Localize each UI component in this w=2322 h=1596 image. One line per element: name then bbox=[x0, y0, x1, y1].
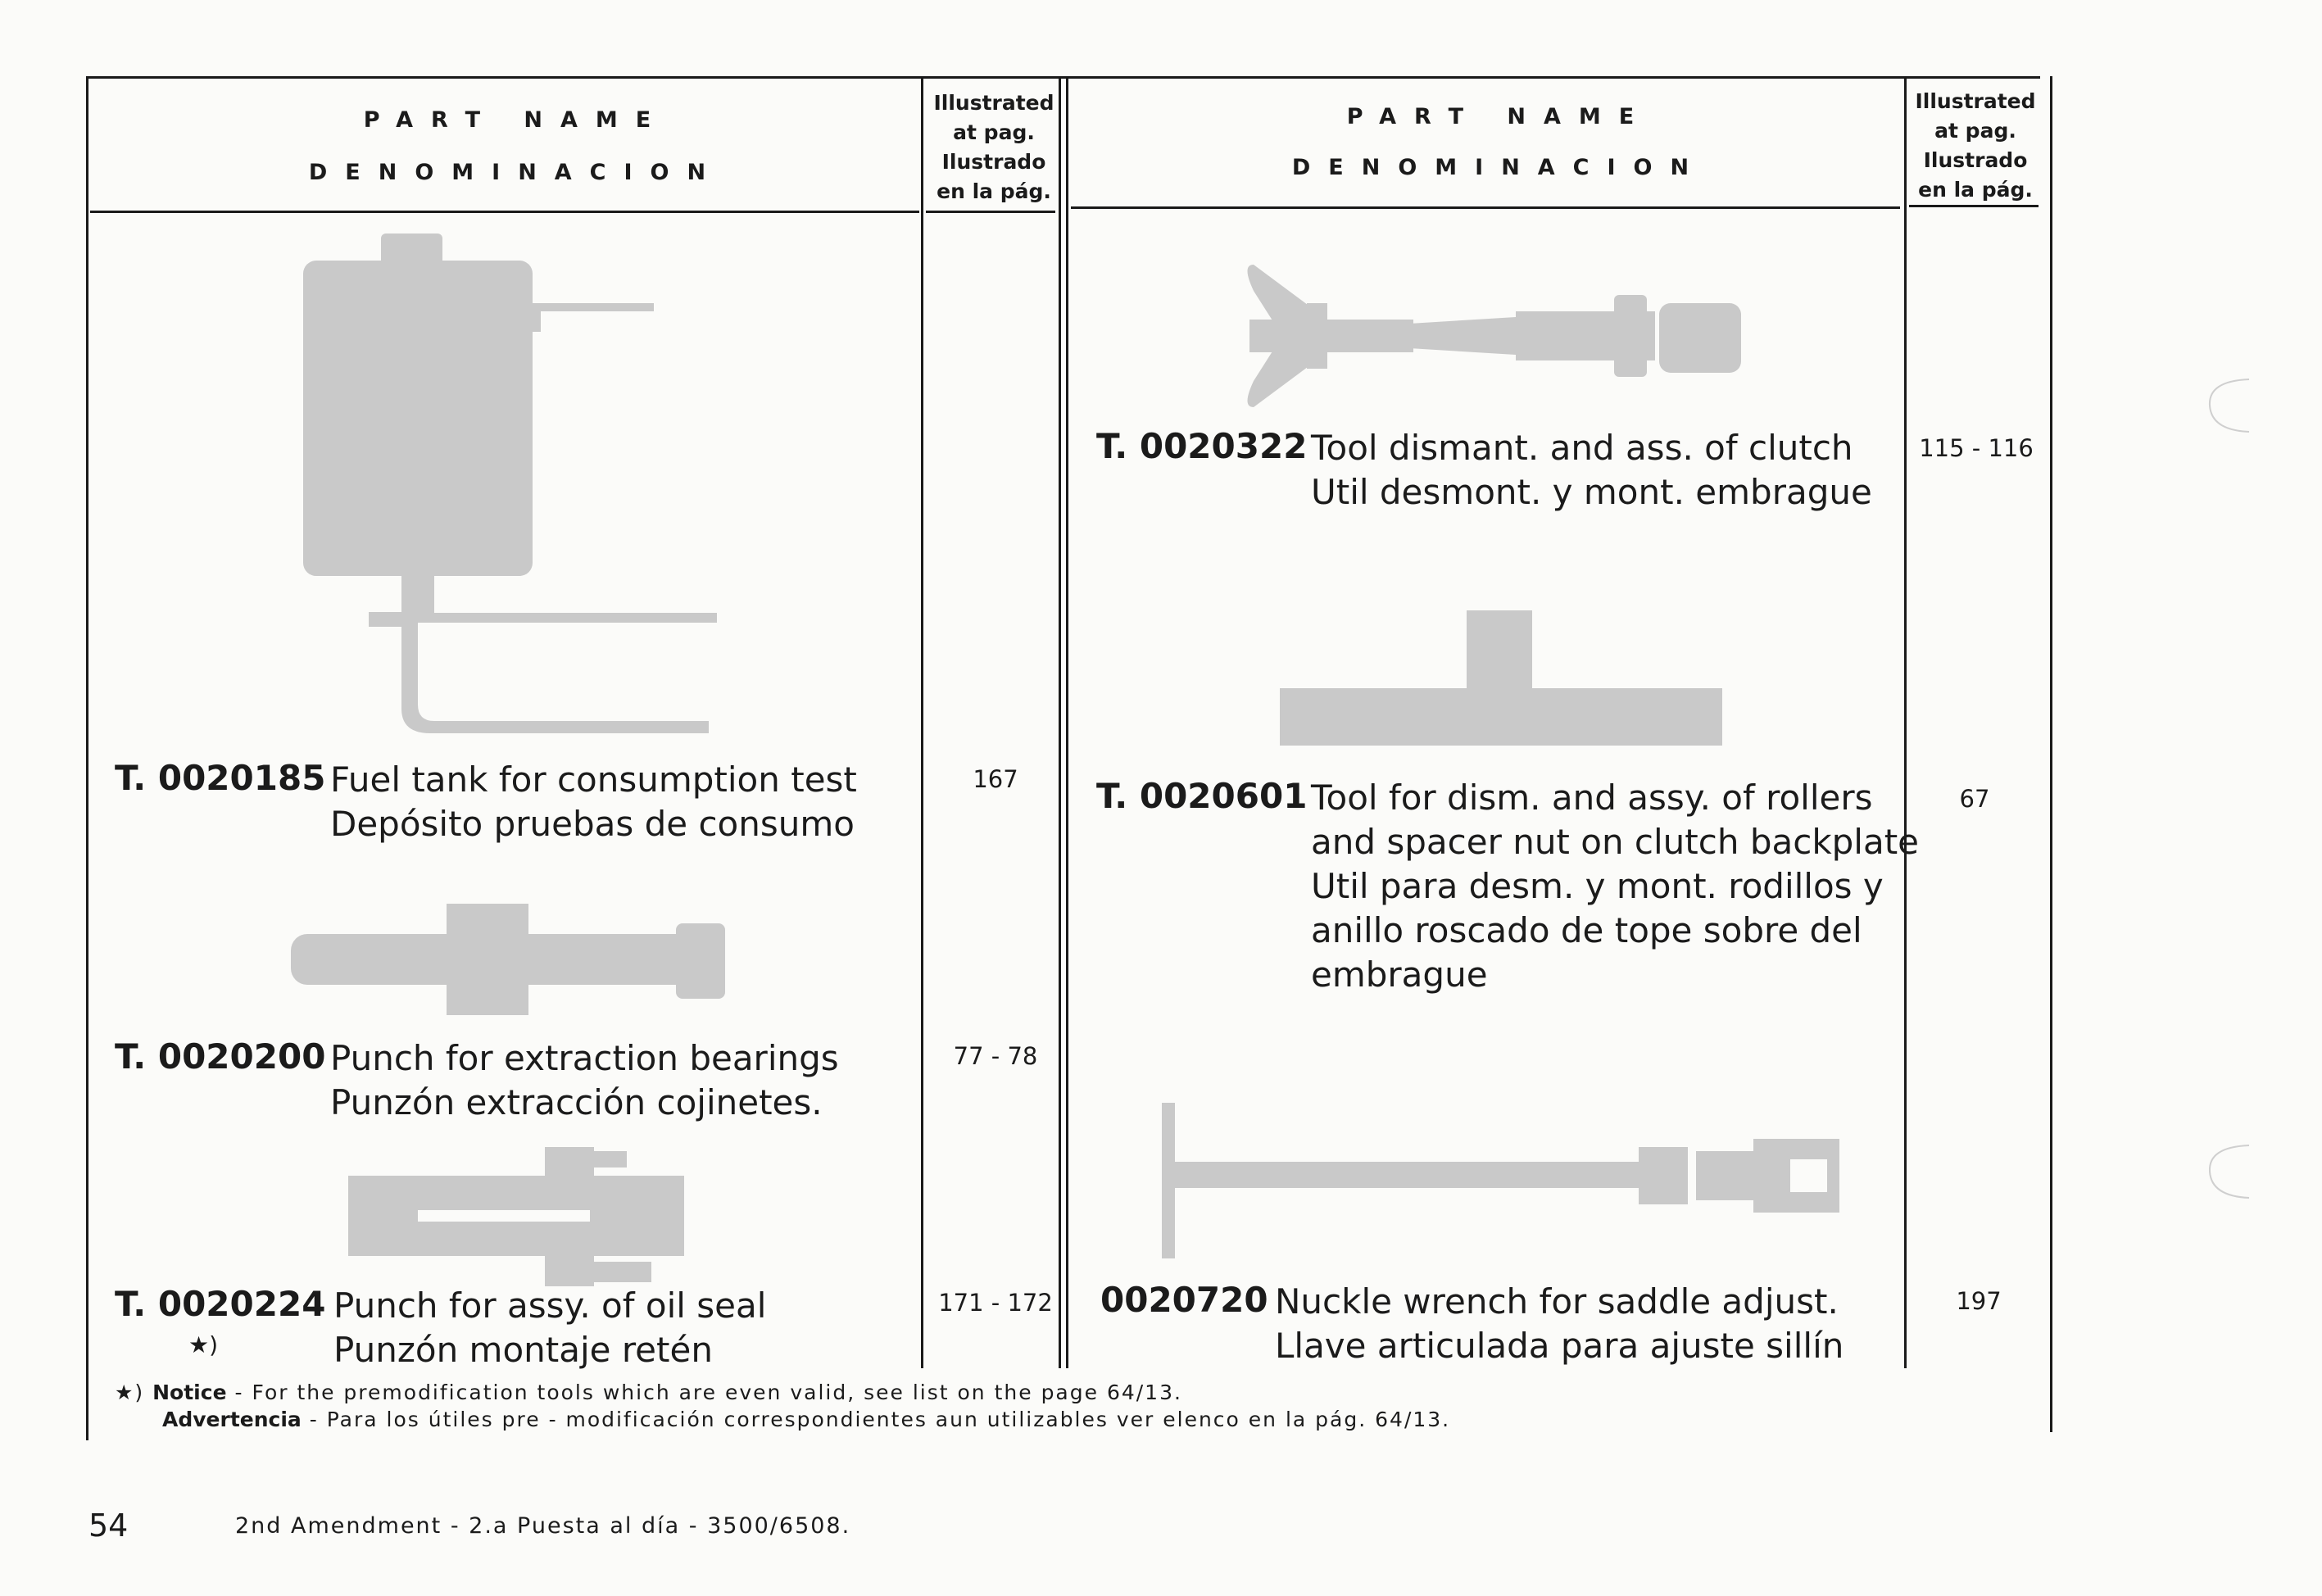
right-border bbox=[2050, 76, 2052, 1432]
center-divider-2 bbox=[1066, 76, 1068, 1368]
header-rule-right-page bbox=[1909, 205, 2039, 207]
center-divider-1 bbox=[1059, 76, 1061, 1368]
part-code-0020224: T. 0020224 bbox=[115, 1284, 326, 1324]
part-desc-0020601: Tool for dism. and assy. of rollers and … bbox=[1311, 778, 1920, 995]
part-desc-en-0020224: Punch for assy. of oil seal bbox=[333, 1285, 767, 1326]
part-code-0020601: T. 0020601 bbox=[1096, 776, 1308, 816]
illustrated-header-right: Illustrated at pag. Ilustrado en la pág. bbox=[1915, 89, 2036, 202]
notice-es: Advertencia - Para los útiles pre - modi… bbox=[162, 1408, 1451, 1431]
extraction-punch-illustration bbox=[291, 904, 725, 1015]
binder-hole-bottom bbox=[2208, 1145, 2250, 1199]
illustrated-header-left: Illustrated at pag. Ilustrado en la pág. bbox=[933, 91, 1054, 203]
part-desc-en-0020185: Fuel tank for consumption test bbox=[330, 759, 857, 800]
notice-en: ★) Notice - For the premodification tool… bbox=[115, 1381, 1182, 1404]
header-rule-left-page bbox=[926, 211, 1055, 213]
part-desc-es-0020185: Depósito pruebas de consumo bbox=[330, 804, 855, 844]
part-code-0020720: 0020720 bbox=[1100, 1280, 1268, 1320]
denominacion-header-left: DENOMINACION bbox=[308, 160, 724, 185]
part-code-0020322: T. 0020322 bbox=[1096, 426, 1308, 466]
part-desc-en-0020200: Punch for extraction bearings bbox=[330, 1038, 839, 1078]
left-page-col-divider bbox=[921, 76, 923, 1368]
page-ref-0020224: 171 - 172 bbox=[938, 1289, 1053, 1317]
part-desc-0020720: Nuckle wrench for saddle adjust. Llave a… bbox=[1275, 1281, 1844, 1366]
premodification-marker: ★) bbox=[188, 1331, 219, 1358]
oil-seal-punch-illustration bbox=[348, 1147, 684, 1286]
page-ref-0020720: 197 bbox=[1956, 1287, 2002, 1315]
part-desc-es-0020200: Punzón extracción cojinetes. bbox=[330, 1082, 823, 1122]
header-rule-right bbox=[1071, 206, 1900, 209]
header-rule-left bbox=[90, 211, 919, 213]
part-name-header-right: PART NAME bbox=[1346, 104, 1653, 129]
page-ref-0020322: 115 - 116 bbox=[1919, 434, 2034, 462]
top-border bbox=[86, 76, 2040, 79]
part-code-0020185: T. 0020185 bbox=[115, 758, 326, 798]
knuckle-wrench-illustration bbox=[1162, 1103, 1839, 1258]
fuel-tank-illustration bbox=[303, 234, 717, 733]
part-name-header-left: PART NAME bbox=[363, 107, 669, 133]
part-desc-0020322: Tool dismant. and ass. of clutch Util de… bbox=[1311, 428, 1872, 512]
part-desc-es-0020224: Punzón montaje retén bbox=[333, 1330, 713, 1370]
binder-hole-top bbox=[2208, 379, 2250, 433]
right-page-col-divider bbox=[1904, 76, 1907, 1368]
page-number: 54 bbox=[88, 1508, 129, 1544]
clutch-tool-illustration bbox=[1247, 265, 1741, 407]
part-code-0020200: T. 0020200 bbox=[115, 1036, 326, 1077]
page-ref-0020200: 77 - 78 bbox=[953, 1042, 1038, 1070]
page-ref-0020601: 67 bbox=[1959, 785, 1990, 813]
left-border bbox=[86, 76, 88, 1440]
page-ref-0020185: 167 bbox=[973, 765, 1018, 793]
rollers-tool-illustration bbox=[1280, 610, 1722, 746]
denominacion-header-right: DENOMINACION bbox=[1291, 155, 1707, 180]
footer-amendment: 2nd Amendment - 2.a Puesta al día - 3500… bbox=[235, 1513, 851, 1539]
